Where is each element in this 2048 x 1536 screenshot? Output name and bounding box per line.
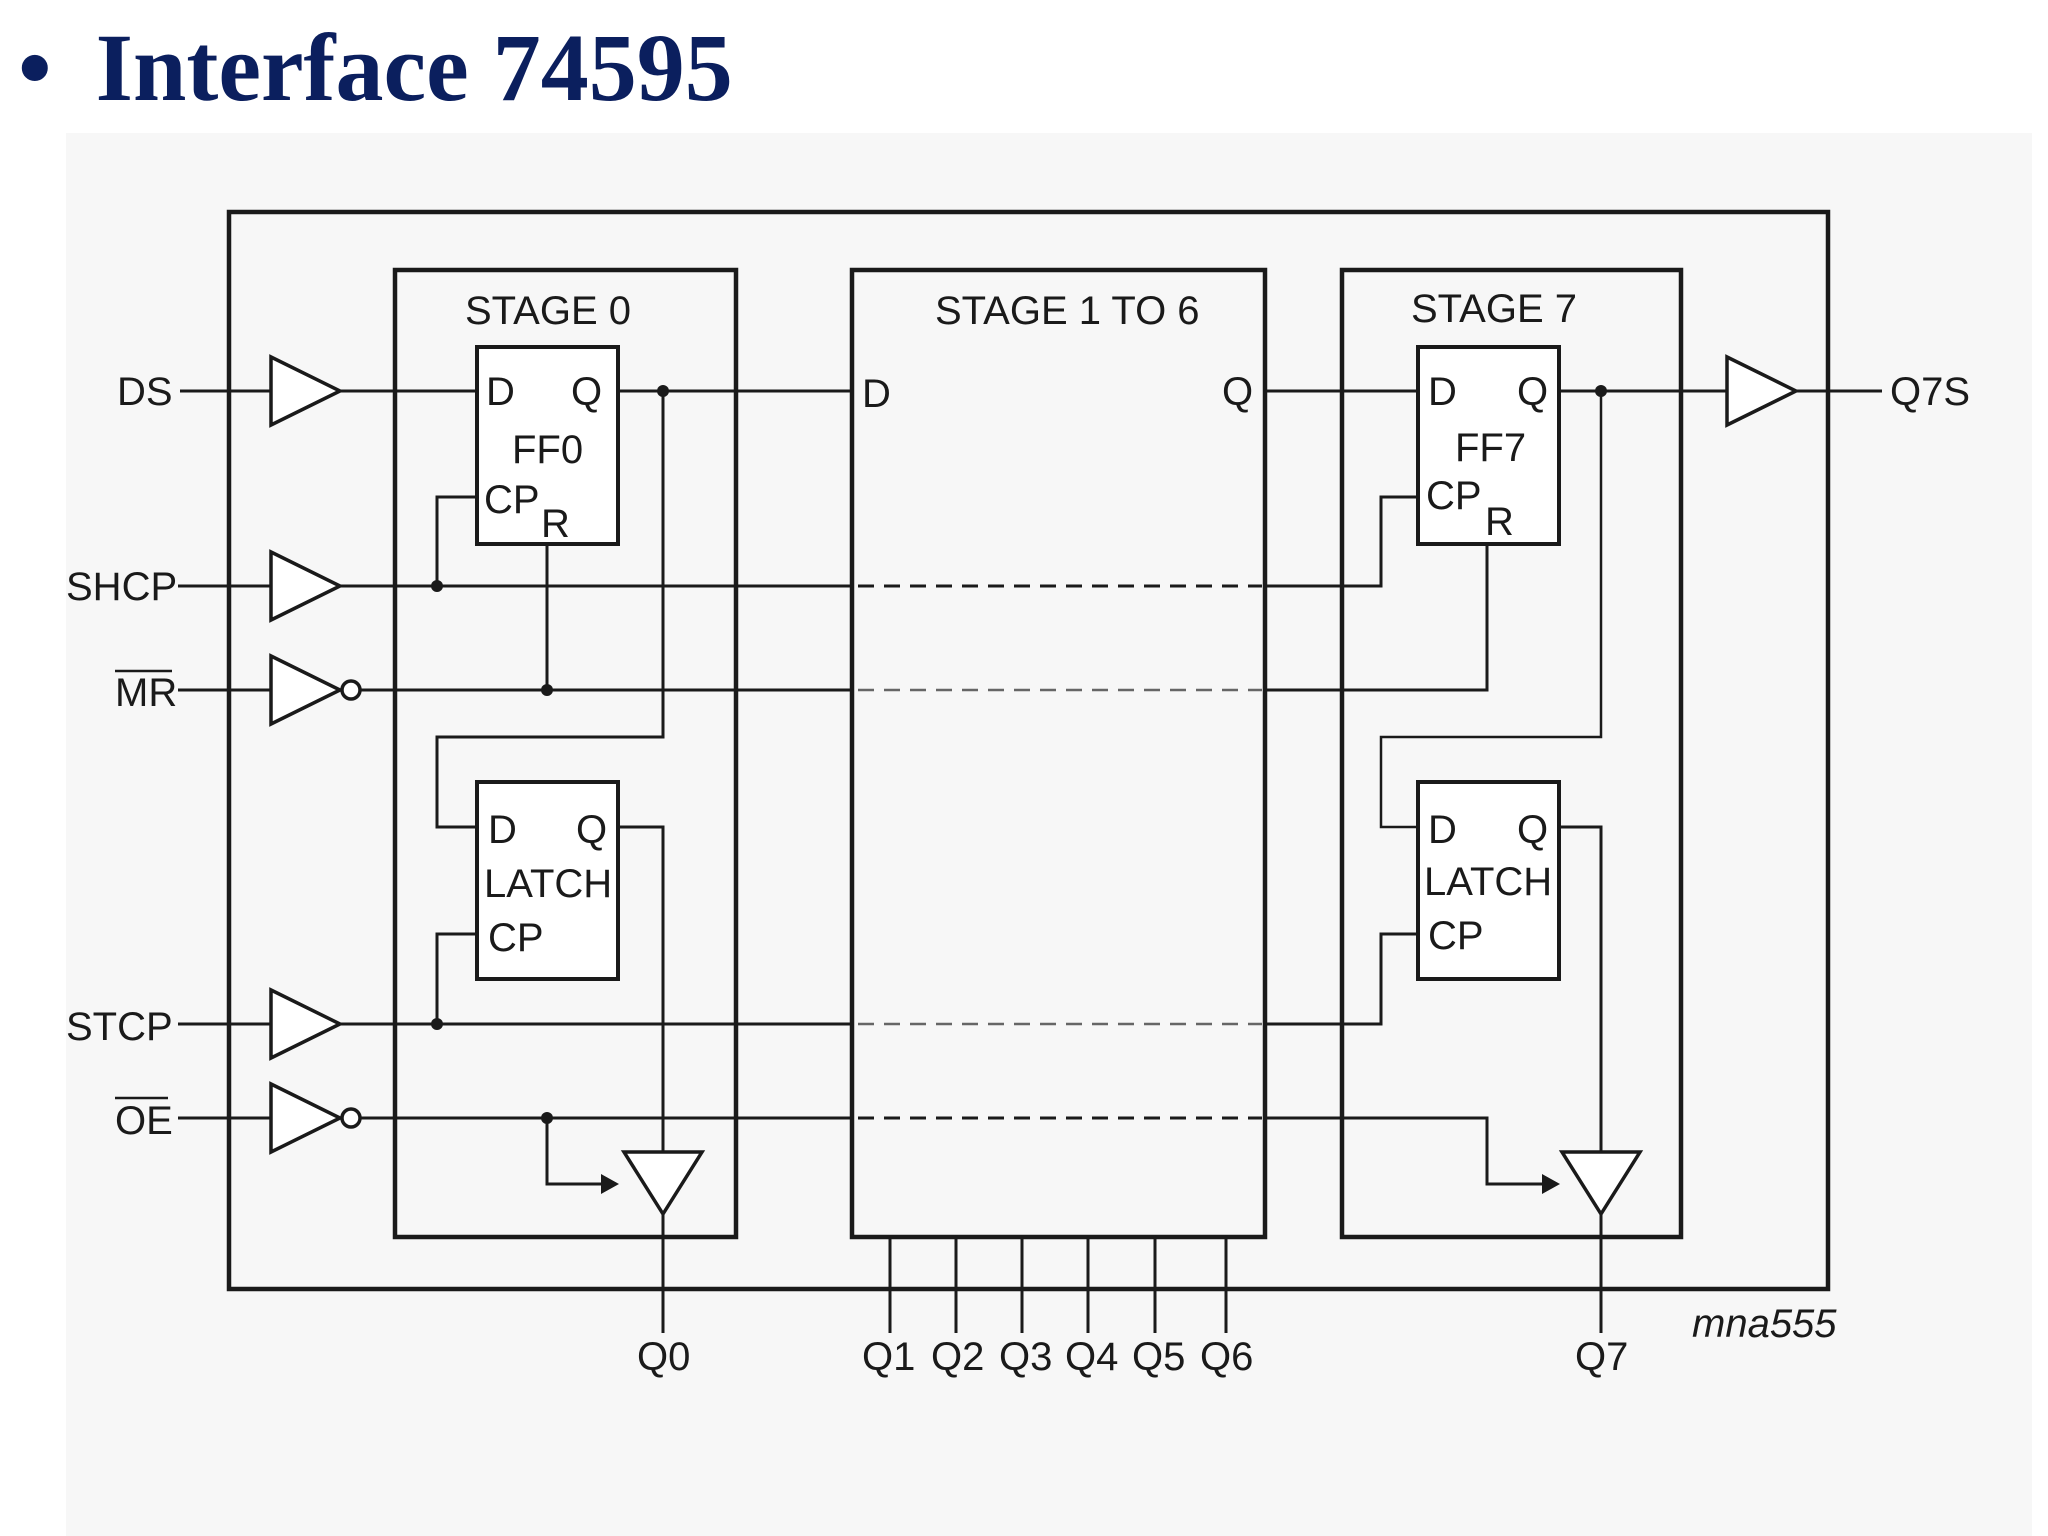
ff7-d: D [1428,370,1457,414]
input-stcp-label: STCP [66,1005,173,1049]
stage1to6-label: STAGE 1 TO 6 [935,289,1200,333]
oe-inverter [269,1081,344,1155]
mr-inverter [269,653,344,727]
output-q0-label: Q0 [637,1335,690,1379]
output-q5-label: Q5 [1132,1335,1185,1379]
ds-buffer [269,354,344,428]
figure-id: mna555 [1692,1302,1837,1346]
input-ds-label: DS [117,370,173,414]
output-q4-label: Q4 [1065,1335,1118,1379]
output-q7-label: Q7 [1575,1335,1628,1379]
mr-inversion-bubble [340,679,362,701]
input-oe-label: OE [115,1099,173,1143]
output-q2-label: Q2 [931,1335,984,1379]
output-q1-label: Q1 [862,1335,915,1379]
ff7-block [1416,345,1561,546]
ff0-d: D [486,370,515,414]
ff0-cp: CP [484,478,540,522]
ff7-r: R [1485,500,1514,544]
latch0-cp: CP [488,916,544,960]
latch7-block [1416,780,1561,981]
q0-tristate-buffer [620,1150,706,1218]
latch0-block [475,780,620,981]
ff7-cp: CP [1426,474,1482,518]
input-mr-label: MR [115,671,177,715]
stcp-buffer [269,987,344,1061]
ff0-name: FF0 [512,428,583,472]
title-bullet: • [18,14,52,121]
stage1to6-box [849,267,1268,1240]
latch0-q: Q [576,808,607,852]
latch0-d: D [488,808,517,852]
chip-outline [226,209,1831,1292]
oe7-arrow [1542,1174,1560,1194]
oe0-arrow [601,1174,619,1194]
ff7-q: Q [1517,370,1548,414]
ff0-block [475,345,620,546]
ff7-name: FF7 [1455,426,1526,470]
output-q6-label: Q6 [1200,1335,1253,1379]
latch7-q: Q [1517,808,1548,852]
stage7-box [1339,267,1684,1240]
output-q7s-label: Q7S [1890,370,1970,414]
output-q3-label: Q3 [999,1335,1052,1379]
middle-q: Q [1222,370,1253,414]
ff0-q: Q [571,370,602,414]
latch7-d: D [1428,808,1457,852]
ff0-r: R [541,502,570,546]
q7-tristate-buffer [1558,1150,1644,1218]
oe-inversion-bubble [340,1107,362,1129]
slide-title: •Interface 74595 [18,20,733,116]
stage7-label: STAGE 7 [1411,287,1577,331]
middle-d: D [862,372,891,416]
stage0-label: STAGE 0 [465,289,631,333]
title-text: Interface 74595 [95,14,733,121]
latch0-name: LATCH [484,862,612,906]
q7s-buffer [1725,354,1800,428]
latch7-cp: CP [1428,914,1484,958]
stage0-box [392,267,739,1240]
shcp-buffer [269,549,344,623]
input-shcp-label: SHCP [66,565,177,609]
latch7-name: LATCH [1424,860,1552,904]
